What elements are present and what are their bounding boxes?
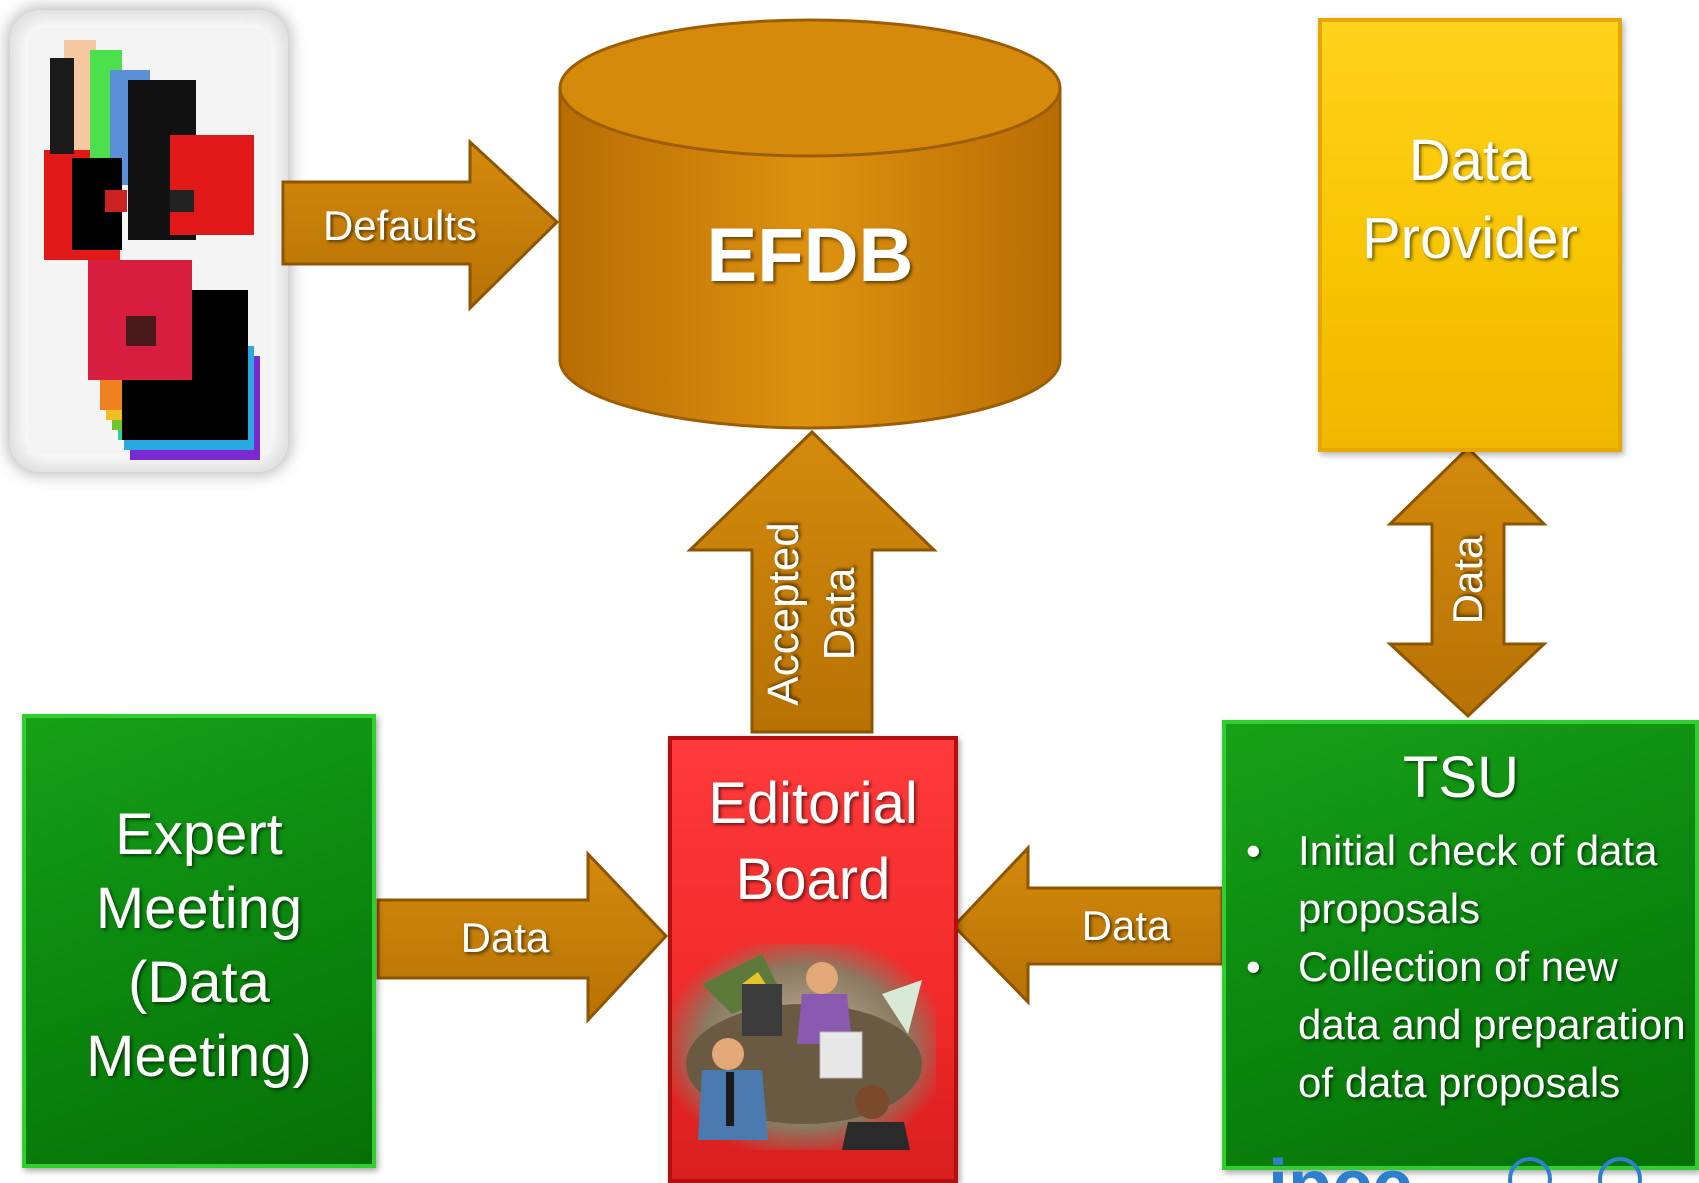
expert-meeting-line-4: Meeting) bbox=[86, 1024, 312, 1089]
tsu-bullet-list: Initial check of data proposals Collecti… bbox=[1226, 822, 1696, 1112]
expert-to-board-arrow bbox=[376, 850, 669, 1024]
books-illustration bbox=[28, 28, 270, 460]
efdb-label: EFDB bbox=[706, 213, 914, 298]
efdb-cylinder bbox=[558, 18, 1062, 430]
provider-tsu-arrow-label: Data bbox=[1444, 535, 1491, 625]
expert-meeting-label: Expert Meeting (Data Meeting) bbox=[26, 798, 372, 1094]
tsu-bullet-2-line-2: data and preparation bbox=[1298, 1001, 1686, 1048]
tsu-bullet-2: Collection of new data and preparation o… bbox=[1226, 938, 1696, 1112]
data-provider-box: Data Provider bbox=[1318, 18, 1622, 452]
data-provider-line-2: Provider bbox=[1362, 206, 1578, 271]
tsu-to-board-arrow bbox=[951, 844, 1224, 1006]
tsu-bullet-2-line-1: Collection of new bbox=[1298, 943, 1618, 990]
editorial-board-line-2: Board bbox=[735, 847, 891, 912]
data-provider-label: Data Provider bbox=[1322, 122, 1618, 278]
tsu-bullet-2-line-3: of data proposals bbox=[1298, 1059, 1621, 1106]
partner-emblems bbox=[1508, 1157, 1642, 1183]
expert-meeting-line-1: Expert bbox=[115, 802, 283, 867]
expert-meeting-line-3: (Data bbox=[128, 950, 270, 1015]
editorial-board-label: Editorial Board bbox=[672, 766, 954, 918]
tsu-box: TSU Initial check of data proposals Coll… bbox=[1222, 720, 1699, 1170]
tsu-bullet-1: Initial check of data proposals bbox=[1226, 822, 1696, 938]
tsu-title: TSU bbox=[1403, 745, 1519, 810]
meeting-clipart-drawing bbox=[686, 954, 922, 1150]
editorial-board-line-1: Editorial bbox=[708, 771, 918, 836]
expert-meeting-box: Expert Meeting (Data Meeting) bbox=[22, 714, 376, 1168]
expert-to-board-arrow-label: Data bbox=[460, 914, 550, 961]
meeting-clipart bbox=[672, 944, 936, 1150]
defaults-arrow bbox=[281, 138, 560, 312]
defaults-arrow-label: Defaults bbox=[322, 202, 478, 249]
data-provider-line-1: Data bbox=[1408, 128, 1532, 193]
guidelines-books-panel bbox=[10, 10, 288, 472]
accepted-data-line-2: Data bbox=[815, 567, 864, 661]
accepted-data-label: Accepted Data bbox=[756, 464, 868, 764]
accepted-data-arrow bbox=[686, 429, 938, 734]
tsu-bullet-1-line-2: proposals bbox=[1298, 885, 1481, 932]
tsu-bullet-1-line-1: Initial check of data bbox=[1298, 827, 1658, 874]
expert-meeting-line-2: Meeting bbox=[95, 876, 303, 941]
provider-tsu-arrow bbox=[1386, 445, 1548, 719]
ipcc-logo: ipcc bbox=[1268, 1150, 1412, 1183]
accepted-data-line-1: Accepted bbox=[759, 522, 808, 706]
tsu-to-board-arrow-label: Data bbox=[1081, 902, 1171, 949]
